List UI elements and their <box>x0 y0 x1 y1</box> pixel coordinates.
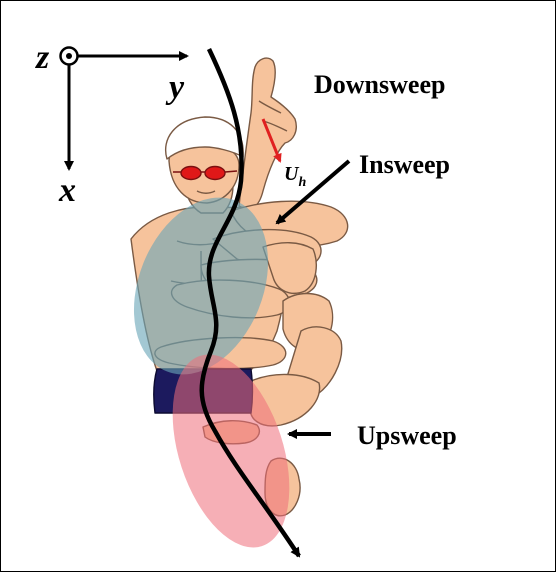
z-axis-dot <box>66 53 72 59</box>
upsweep-label: Upsweep <box>357 421 457 450</box>
goggle-right <box>205 167 225 180</box>
z-axis-label: z <box>35 39 50 76</box>
insweep-label: Insweep <box>359 150 450 179</box>
downsweep-label: Downsweep <box>314 70 445 99</box>
hand-velocity-label: Uh <box>284 163 306 190</box>
y-axis-label: y <box>165 69 185 106</box>
x-axis-label: x <box>58 172 76 209</box>
goggle-left <box>181 167 201 180</box>
coordinate-axes: z y x <box>35 39 187 209</box>
